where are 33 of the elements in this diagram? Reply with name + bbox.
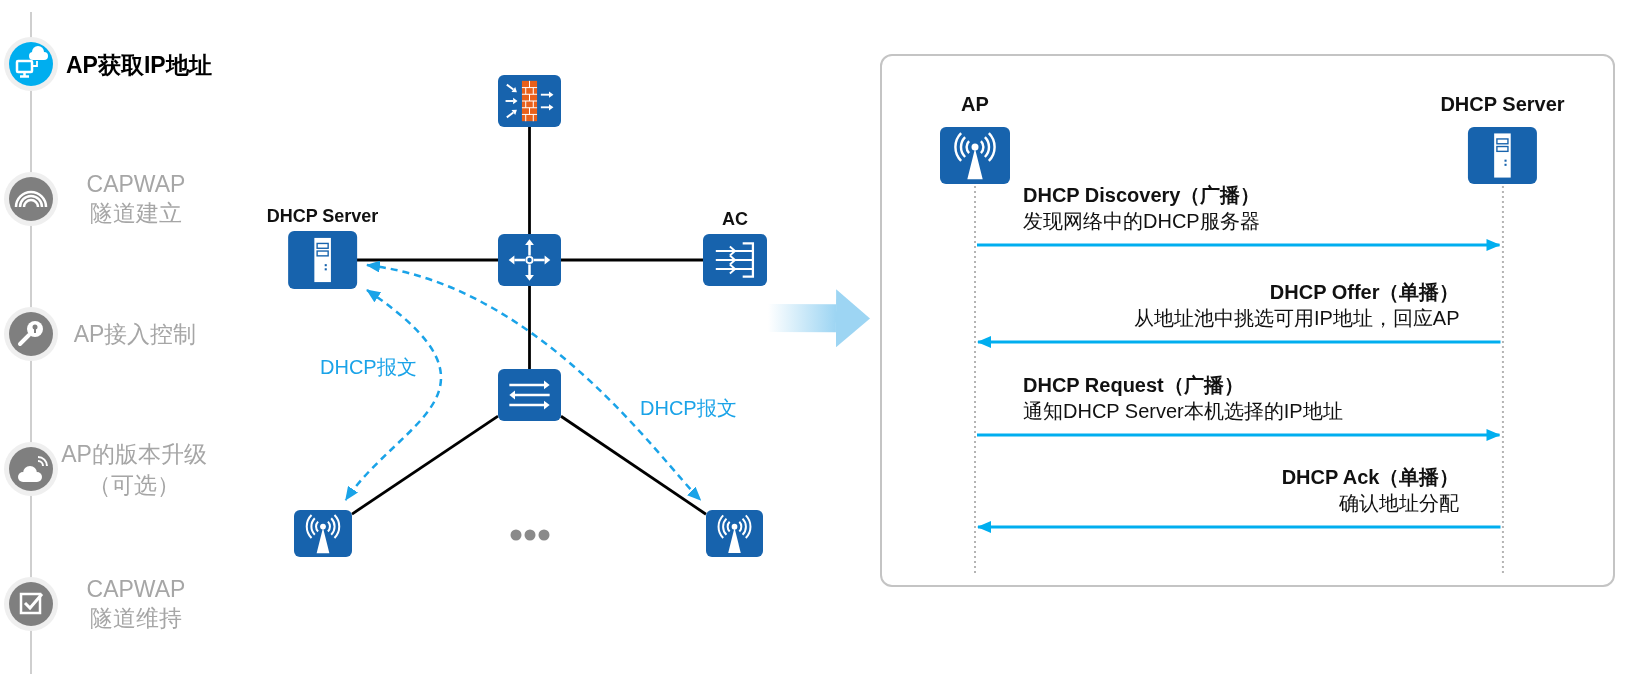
device-label: AP bbox=[961, 92, 989, 117]
panel-frame bbox=[880, 54, 1615, 587]
message-label: DHCP Request（广播）通知DHCP Server本机选择的IP地址 bbox=[1023, 373, 1343, 424]
message-arrow bbox=[977, 521, 1501, 533]
edge-label: DHCP报文 bbox=[638, 396, 739, 420]
message-label: DHCP Discovery（广播）发现网络中的DHCP服务器 bbox=[1023, 183, 1261, 234]
dashed-arrow bbox=[366, 261, 702, 501]
link-line bbox=[357, 258, 498, 262]
step-label: CAPWAP隧道建立 bbox=[85, 170, 187, 228]
edge-label: DHCP报文 bbox=[318, 355, 419, 379]
step-label: AP获取IP地址 bbox=[66, 51, 213, 80]
step-label: AP的版本升级（可选） bbox=[60, 440, 208, 500]
device-label: DHCP Server bbox=[1440, 92, 1565, 117]
link-line bbox=[351, 414, 499, 516]
link-line bbox=[528, 127, 531, 234]
switch-icon bbox=[498, 369, 561, 421]
message-arrow bbox=[977, 239, 1501, 251]
step-label: CAPWAP隧道维持 bbox=[85, 575, 187, 633]
link-line bbox=[561, 258, 703, 262]
router-icon bbox=[498, 234, 561, 286]
link-line bbox=[560, 415, 707, 516]
dashed-arrow bbox=[344, 289, 442, 501]
access-point-icon bbox=[294, 510, 352, 557]
access-point-icon bbox=[706, 510, 763, 557]
message-arrow bbox=[977, 336, 1501, 348]
device-label: AC bbox=[722, 208, 748, 231]
message-label: DHCP Ack（单播）确认地址分配 bbox=[1281, 465, 1460, 516]
firewall-icon bbox=[498, 75, 561, 127]
link-line bbox=[528, 286, 531, 369]
step-label: AP接入控制 bbox=[72, 320, 198, 349]
message-arrow bbox=[977, 429, 1501, 441]
message-label: DHCP Offer（单播）从地址池中挑选可用IP地址，回应AP bbox=[1133, 280, 1460, 331]
device-label: DHCP Server bbox=[266, 205, 379, 228]
